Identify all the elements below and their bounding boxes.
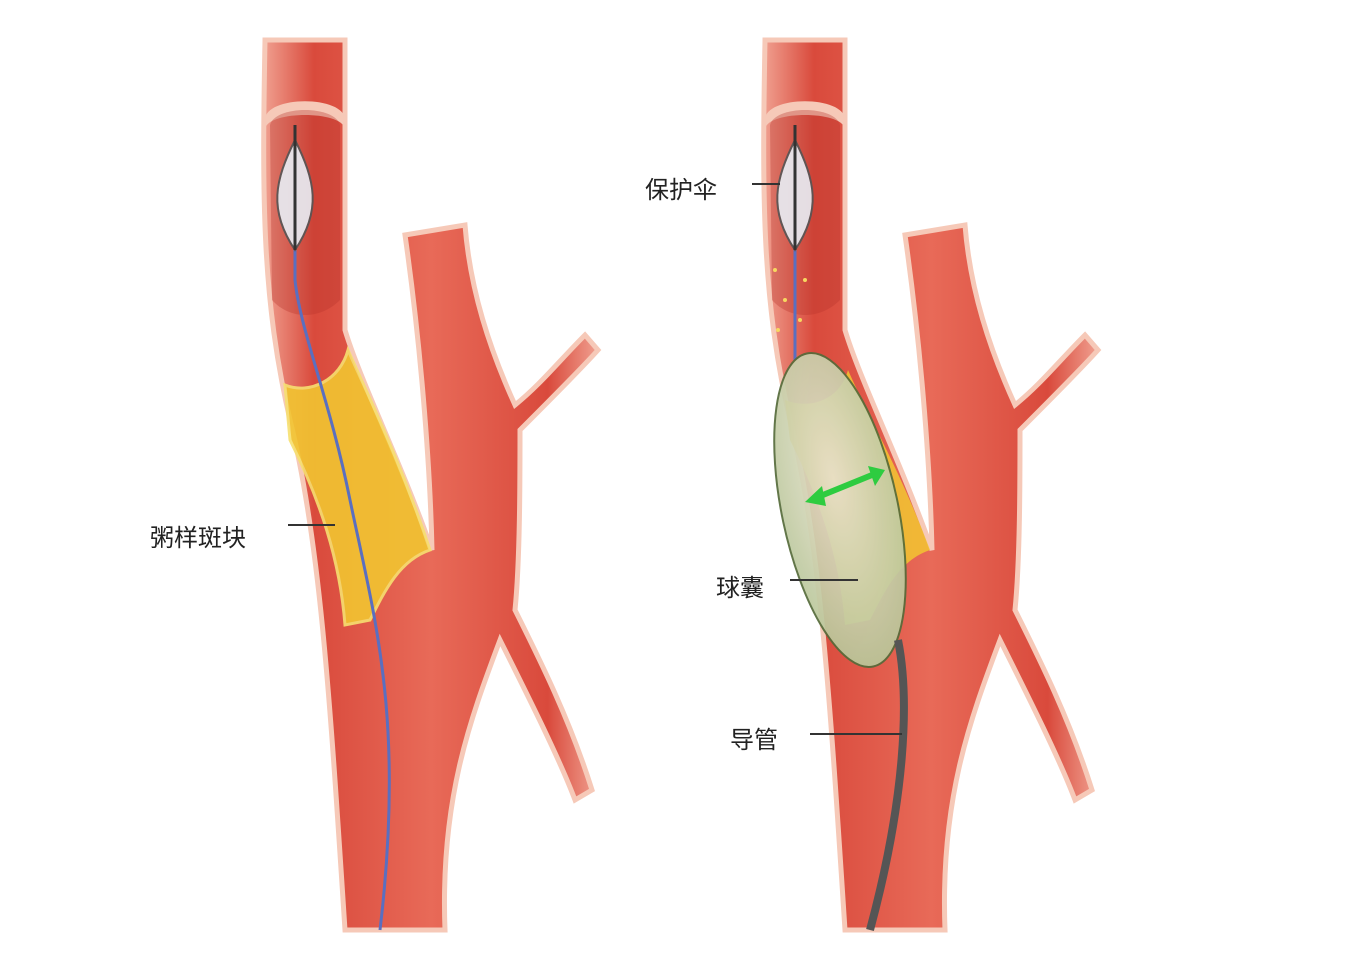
catheter xyxy=(866,639,908,932)
protection-umbrella-icon xyxy=(276,125,314,252)
artery-right xyxy=(750,40,1098,930)
label-balloon: 球囊 xyxy=(716,574,764,602)
protection-umbrella-icon xyxy=(776,125,814,252)
guidewire xyxy=(293,130,391,931)
label-catheter: 导管 xyxy=(730,726,778,754)
artery-left xyxy=(264,40,598,930)
balloon xyxy=(773,352,907,668)
expansion-arrow-icon xyxy=(805,466,885,506)
plaque xyxy=(283,345,432,627)
debris xyxy=(773,268,807,332)
label-protection-umbrella: 保护伞 xyxy=(645,176,717,204)
label-plaque: 粥样斑块 xyxy=(150,524,246,552)
